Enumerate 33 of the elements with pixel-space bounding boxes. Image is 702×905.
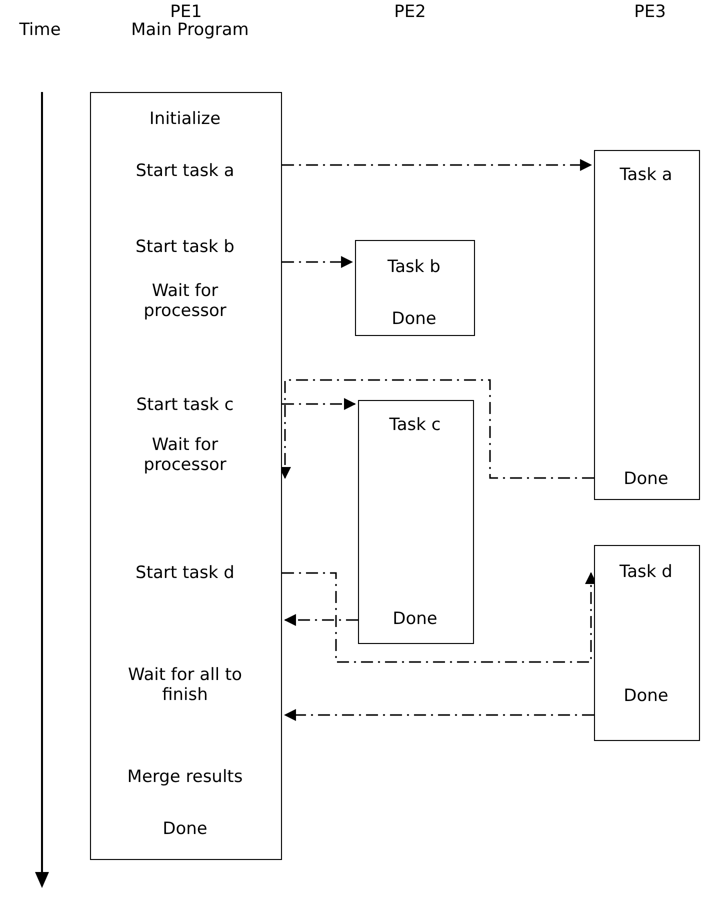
step-label: Merge results [126,767,244,787]
arrow [284,709,594,721]
task-label: Task a [618,165,674,185]
step-label: Start task a [134,161,236,181]
task-label: Task d [618,562,674,582]
task-box [355,240,475,336]
step-label: Wait for all to finish [126,665,244,705]
column-heading: Main Program [130,20,250,40]
column-heading: PE2 [393,2,427,22]
arrow [282,256,353,268]
step-label: Wait for processor [142,281,228,321]
step-label: Done [622,686,670,706]
arrow [284,614,358,626]
task-box [594,150,700,500]
step-label: Wait for processor [142,435,228,475]
step-label: Done [390,309,438,329]
step-label: Initialize [148,109,222,129]
task-label: Task b [386,257,442,277]
column-heading: PE1 [169,2,203,22]
step-label: Done [162,819,208,839]
arrow [282,398,356,410]
step-label: Start task d [134,563,236,583]
task-box [358,400,474,644]
task-box [594,545,700,741]
program-box [90,92,282,860]
task-label: Task c [388,415,442,435]
column-heading: Time [18,20,62,40]
step-label: Start task c [135,395,235,415]
step-label: Done [392,609,438,629]
step-label: Done [622,469,670,489]
step-label: Start task b [134,237,236,257]
column-heading: PE3 [633,2,667,22]
arrow [282,159,592,171]
